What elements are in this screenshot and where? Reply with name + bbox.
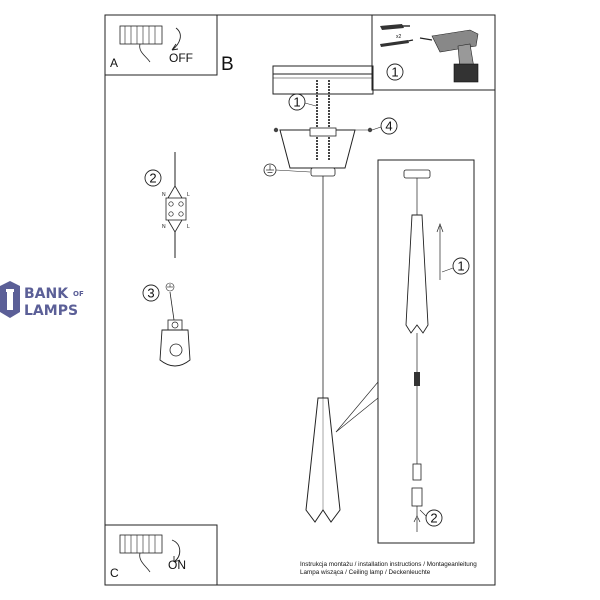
footer-line-1: Instrukcja montażu / installation instru… (300, 561, 477, 568)
wall-switch-on-icon (119, 534, 163, 573)
callout-1-tools: 1 (386, 63, 404, 81)
switch-arrow-icon (171, 27, 181, 51)
bank-of-lamps-logo: BANK OF LAMPS (0, 281, 84, 319)
switch-on-arrow-icon (171, 539, 181, 563)
callout-2: 2 (144, 169, 162, 187)
logo-of: OF (73, 290, 84, 298)
svg-text:1: 1 (293, 95, 300, 110)
up-arrow-icon (436, 223, 444, 280)
detail-box: 1 2 (335, 159, 475, 544)
wall-switch-icon (119, 25, 163, 63)
step-3-ground: 3 (142, 282, 191, 367)
svg-text:3: 3 (147, 286, 154, 301)
drill-icon (419, 29, 479, 83)
svg-text:4: 4 (385, 119, 392, 134)
panel-a-label: OFF (169, 51, 193, 65)
svg-text:2: 2 (149, 171, 156, 186)
up-arrow-bottom-icon (413, 515, 421, 532)
terminal-block-icon (165, 197, 187, 221)
terminal-n-bot: N (162, 224, 166, 230)
outer-frame (104, 14, 496, 586)
callout-4: 4 (371, 117, 398, 135)
logo-bank: BANK (24, 286, 69, 302)
svg-text:1: 1 (391, 65, 398, 80)
callout-1-detail: 1 (441, 257, 470, 275)
logo-lamps: LAMPS (24, 303, 78, 319)
ceiling-mount (263, 65, 374, 177)
terminal-n-top: N (162, 192, 166, 198)
terminal-l-top: L (187, 192, 190, 198)
tools-box: x2 1 (371, 14, 496, 91)
panel-c: C ON (104, 524, 218, 586)
ground-small-icon (165, 282, 175, 292)
mount-screws (316, 80, 330, 160)
step-2-terminal: 2 N L N L (144, 152, 190, 258)
callout-1-screws: 1 (288, 93, 317, 111)
panel-a: A OFF (104, 14, 218, 76)
wall-plug-icon (380, 24, 410, 30)
plug-quantity: x2 (396, 34, 402, 40)
panel-c-letter: C (110, 566, 119, 580)
ground-clamp-icon (159, 319, 191, 367)
screw-icon (380, 39, 414, 47)
panel-a-letter: A (110, 56, 118, 70)
callout-3: 3 (142, 284, 160, 302)
footer-line-2: Lampa wisząca / Ceiling lamp / Deckenleu… (300, 569, 431, 576)
svg-text:1: 1 (457, 259, 464, 274)
terminal-l-bot: L (187, 224, 190, 230)
panel-b-letter: B (221, 54, 234, 75)
lighthouse-icon (0, 281, 20, 318)
detail-pointer (335, 381, 379, 433)
callout-2-detail: 2 (419, 509, 443, 527)
panel-c-label: ON (168, 558, 186, 572)
detail-shade (405, 214, 429, 334)
svg-text:2: 2 (430, 511, 437, 526)
ground-icon (263, 163, 311, 177)
